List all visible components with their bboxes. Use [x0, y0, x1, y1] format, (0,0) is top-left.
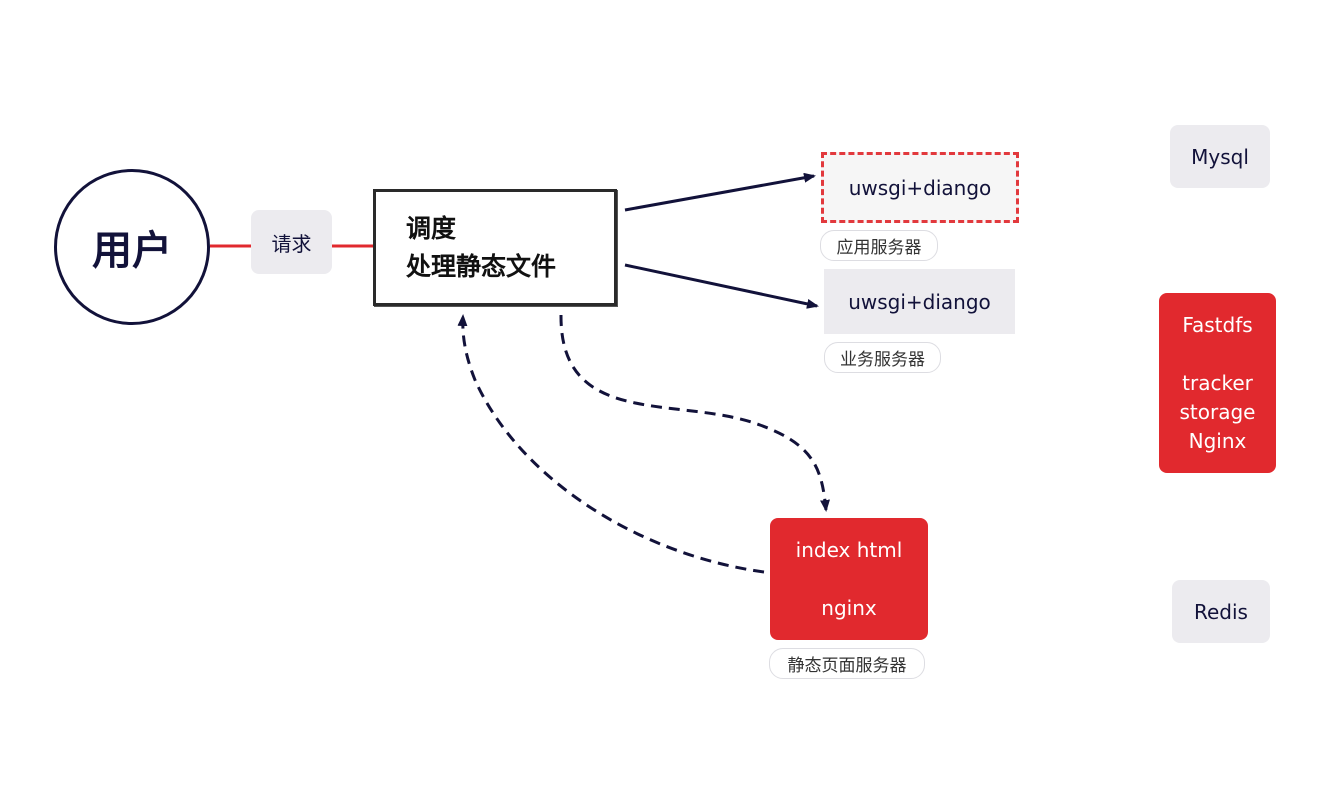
business-server-label: uwsgi+diango [848, 289, 991, 314]
static-server-line2: nginx [821, 596, 877, 620]
request-node: 请求 [251, 210, 332, 274]
request-label: 请求 [271, 231, 312, 256]
static-server-tag: 静态页面服务器 [769, 648, 925, 679]
dispatcher-line1: 调度 [406, 213, 457, 243]
arrow-to-app-server [624, 172, 816, 212]
dashed-arrow-to-dispatcher [457, 314, 765, 574]
redis-label: Redis [1194, 599, 1248, 624]
user-label: 用户 [92, 228, 172, 274]
app-server-tag-label: 应用服务器 [836, 238, 922, 258]
static-server-tag-label: 静态页面服务器 [787, 656, 907, 676]
fastdfs-node: Fastdfs tracker storage Nginx [1159, 293, 1276, 473]
dashed-arrow-to-static-server [559, 314, 830, 512]
fastdfs-line4: Nginx [1188, 428, 1247, 453]
app-server-label: uwsgi+diango [848, 175, 992, 200]
fastdfs-line2: tracker [1182, 370, 1253, 395]
app-server-tag: 应用服务器 [820, 230, 938, 261]
fastdfs-line3: storage [1179, 399, 1256, 424]
user-node: 用户 [54, 169, 210, 325]
redis-node: Redis [1172, 580, 1270, 643]
app-server-node: uwsgi+diango [821, 152, 1019, 223]
static-server-node: index html nginx [770, 518, 928, 640]
fastdfs-line1: Fastdfs [1182, 312, 1253, 337]
dispatcher-line2: 处理静态文件 [406, 251, 557, 281]
arrow-to-business-server [624, 263, 819, 309]
business-server-tag: 业务服务器 [824, 342, 941, 373]
static-server-line1: index html [795, 538, 903, 562]
business-server-tag-label: 业务服务器 [840, 350, 925, 370]
mysql-label: Mysql [1191, 144, 1249, 169]
dispatcher-node: 调度 处理静态文件 [373, 189, 617, 306]
business-server-node: uwsgi+diango [824, 269, 1015, 334]
mysql-node: Mysql [1170, 125, 1270, 188]
